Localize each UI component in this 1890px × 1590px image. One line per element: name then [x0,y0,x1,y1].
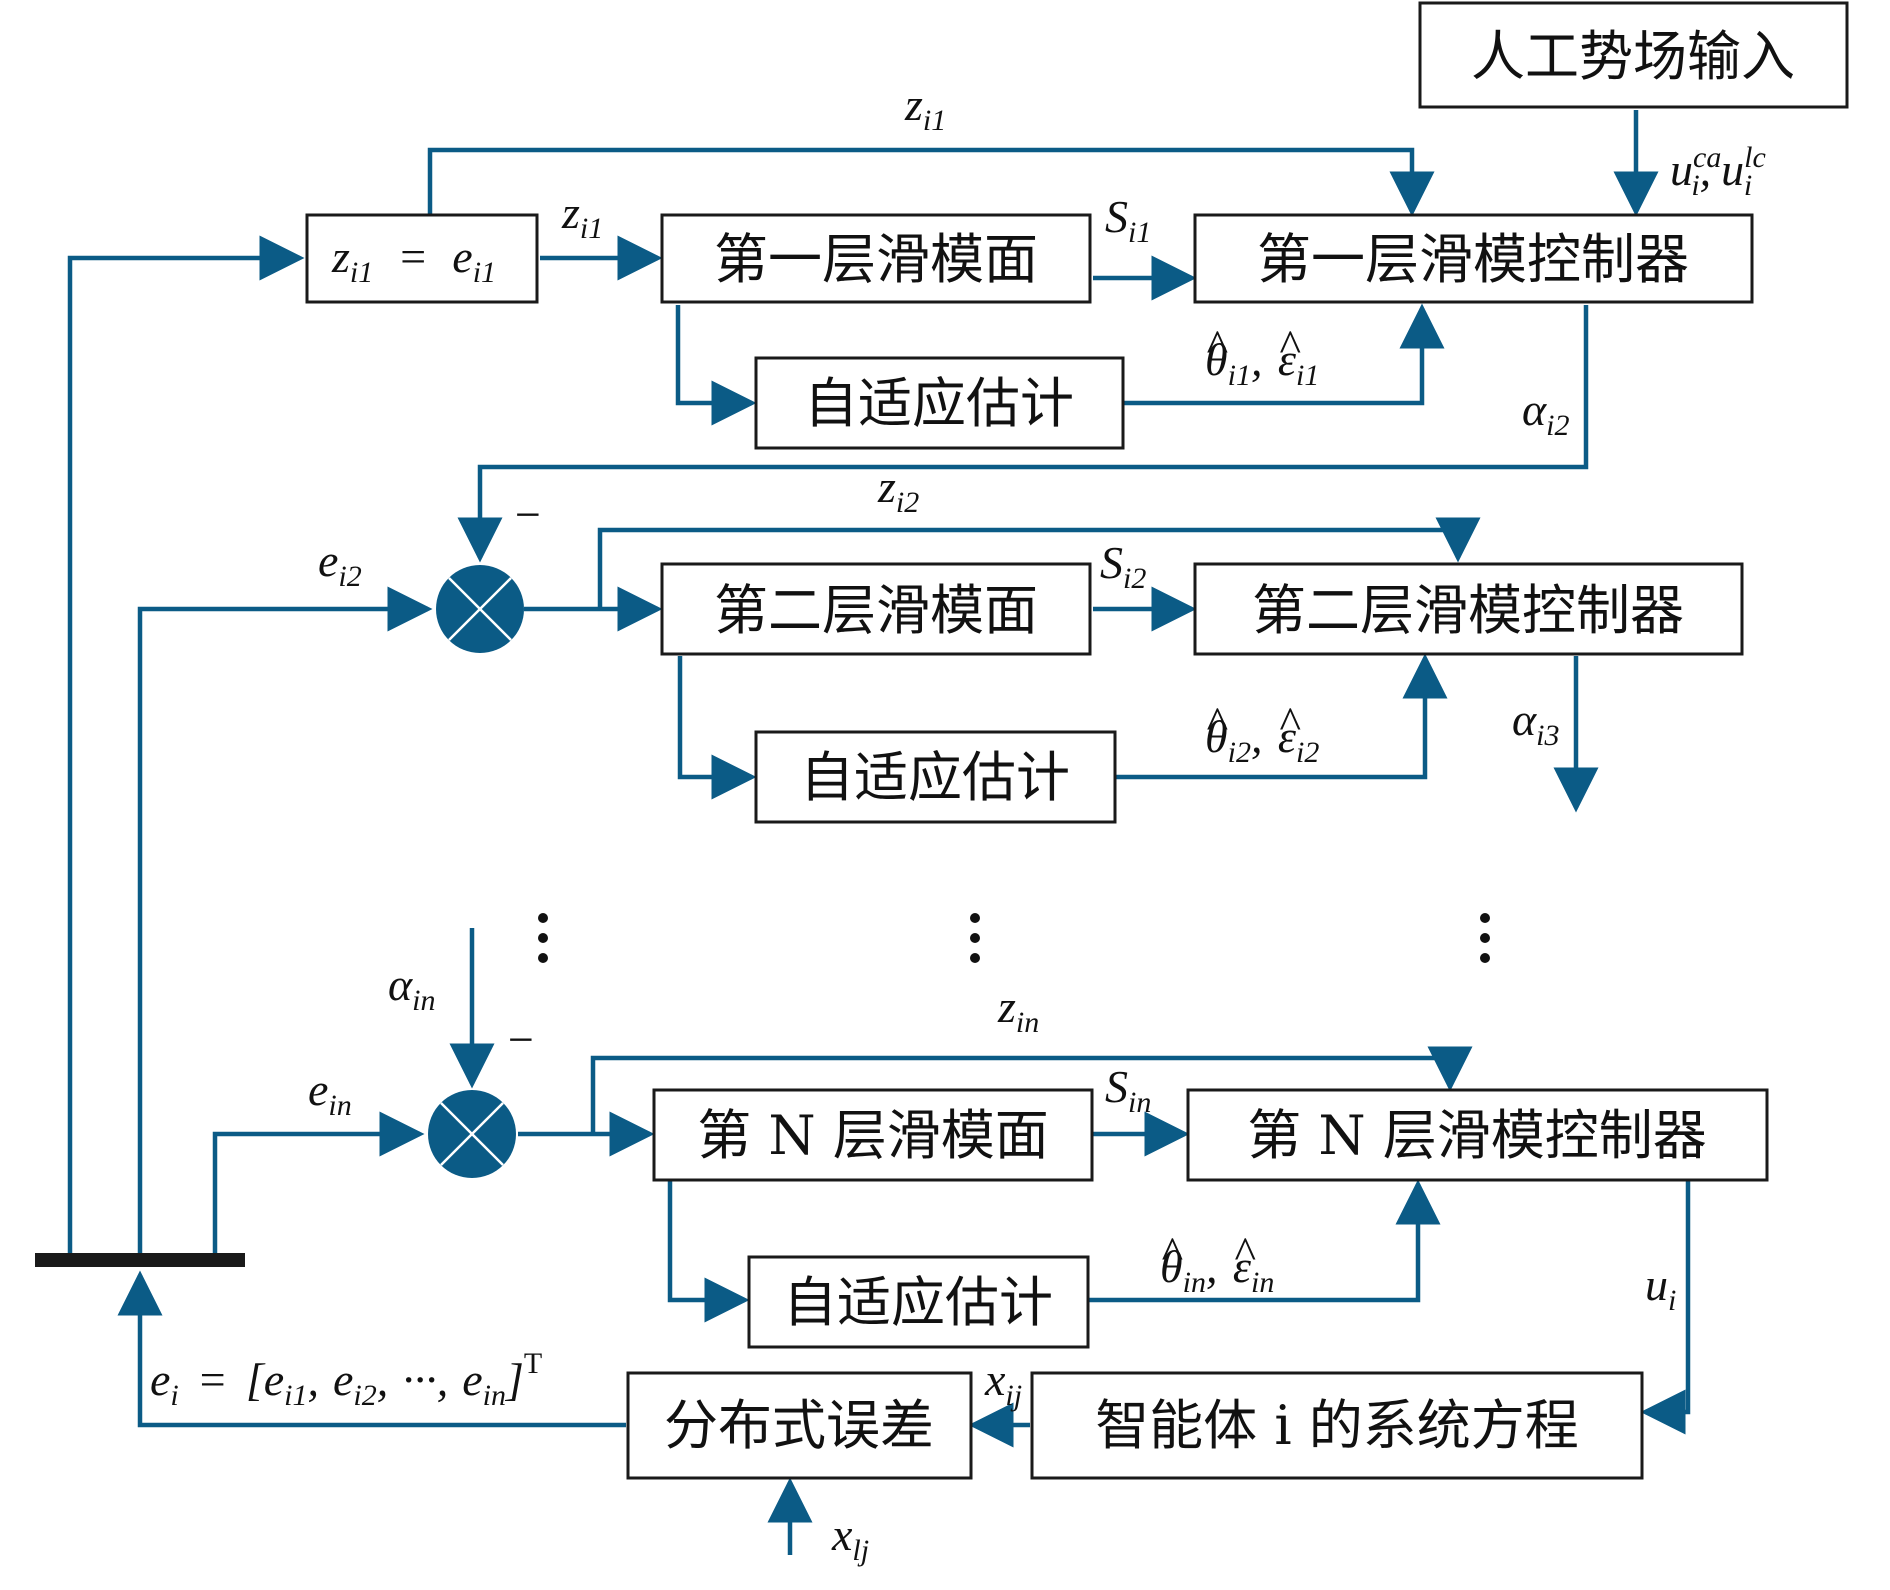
wire-bus-to-sum2 [137,586,433,1260]
layer1-adaptive-label: 自适应估计 [804,372,1074,435]
wire-zi1-top-loop [427,147,1435,217]
signal-lines [67,110,1691,1555]
z-definition-equation: zi1=ei1 [331,231,496,289]
block-layerN-surface: 第 N 层滑模面 [652,1088,1094,1182]
label-e-i-vector: ei=[ei1,ei2,···,ein]T [150,1347,542,1412]
layer2-surface-label: 第二层滑模面 [714,579,1038,642]
label-theta-eps-in: ^θin,^εin [1160,1227,1274,1299]
minus-sign-n: − [505,1014,536,1065]
block-layer1-surface: 第一层滑模面 [660,213,1092,304]
block-layer2-adaptive: 自适应估计 [754,730,1117,824]
label-z-i1-top: zi1 [904,79,946,137]
label-s-i2: Si2 [1100,537,1146,595]
label-u-i: ui [1645,1259,1676,1317]
wire-surface2-to-adapt2 [677,656,757,800]
block-layer1-controller: 第一层滑模控制器 [1193,213,1754,304]
block-z-definition: zi1=ei1 [305,213,539,304]
potential-input-label: 人工势场输入 [1471,25,1795,88]
label-e-in: ein [308,1064,352,1122]
block-potential-input: 人工势场输入 [1418,1,1849,109]
layer1-controller-label: 第一层滑模控制器 [1257,228,1689,291]
wire-zin-top-loop [590,1046,1473,1134]
label-alpha-i2: αi2 [1522,384,1570,442]
label-z-in: zin [997,981,1039,1039]
block-layer2-surface: 第二层滑模面 [660,562,1092,656]
ellipsis-left [538,913,548,963]
label-x-lj: xlj [831,1509,869,1567]
wire-bus-to-def [67,235,305,1260]
block-agent-system: 智能体 i 的系统方程 [1030,1371,1644,1480]
block-layer2-controller: 第二层滑模控制器 [1193,562,1744,656]
summing-junction-n [428,1090,516,1178]
wire-surfaceN-to-adaptN [667,1180,750,1323]
label-z-i2: zi2 [877,461,919,519]
label-theta-eps-i2: ^θi2,^εi2 [1205,697,1319,769]
label-alpha-in: αin [388,959,436,1017]
wire-ctrlN-to-agent [1640,1180,1691,1435]
ellipsis-right [1480,913,1490,963]
block-layer1-adaptive: 自适应估计 [754,356,1125,450]
agent-system-label: 智能体 i 的系统方程 [1095,1394,1579,1457]
wire-surface1-to-adapt1 [675,305,757,426]
label-z-i1-mid: zi1 [561,187,603,245]
wire-ctrl1-to-sum2 [457,305,1589,563]
ellipsis-middle [970,913,980,963]
block-layerN-controller: 第 N 层滑模控制器 [1186,1088,1769,1182]
label-theta-eps-i1: ^θi1,^εi1 [1205,320,1319,392]
layerN-adaptive-label: 自适应估计 [783,1271,1053,1334]
wire-error-to-bus [117,1270,626,1428]
block-layerN-adaptive: 自适应估计 [747,1255,1090,1349]
layerN-surface-label: 第 N 层滑模面 [697,1104,1049,1167]
label-e-i2: ei2 [318,535,362,593]
label-alpha-i3: αi3 [1512,694,1560,752]
wire-adapt1-to-ctrl1 [1123,303,1445,406]
wire-bus-to-sumN [212,1111,425,1260]
summing-junction-2 [436,565,524,653]
label-x-ij: xij [984,1354,1022,1412]
layer1-surface-label: 第一层滑模面 [714,228,1038,291]
block-distributed-error: 分布式误差 [626,1371,973,1480]
wire-zi2-top-loop [597,517,1481,609]
layer2-adaptive-label: 自适应估计 [800,746,1070,809]
label-s-i1: Si1 [1105,191,1151,249]
layerN-controller-label: 第 N 层滑模控制器 [1247,1104,1707,1167]
label-s-in: Sin [1105,1061,1151,1119]
error-bus-bar [35,1253,245,1267]
distributed-error-label: 分布式误差 [664,1394,934,1457]
wire-adaptN-to-ctrlN [1088,1179,1441,1303]
wire-adapt2-to-ctrl2 [1115,653,1448,780]
layer2-controller-label: 第二层滑模控制器 [1252,579,1684,642]
minus-sign-2: − [512,489,543,540]
